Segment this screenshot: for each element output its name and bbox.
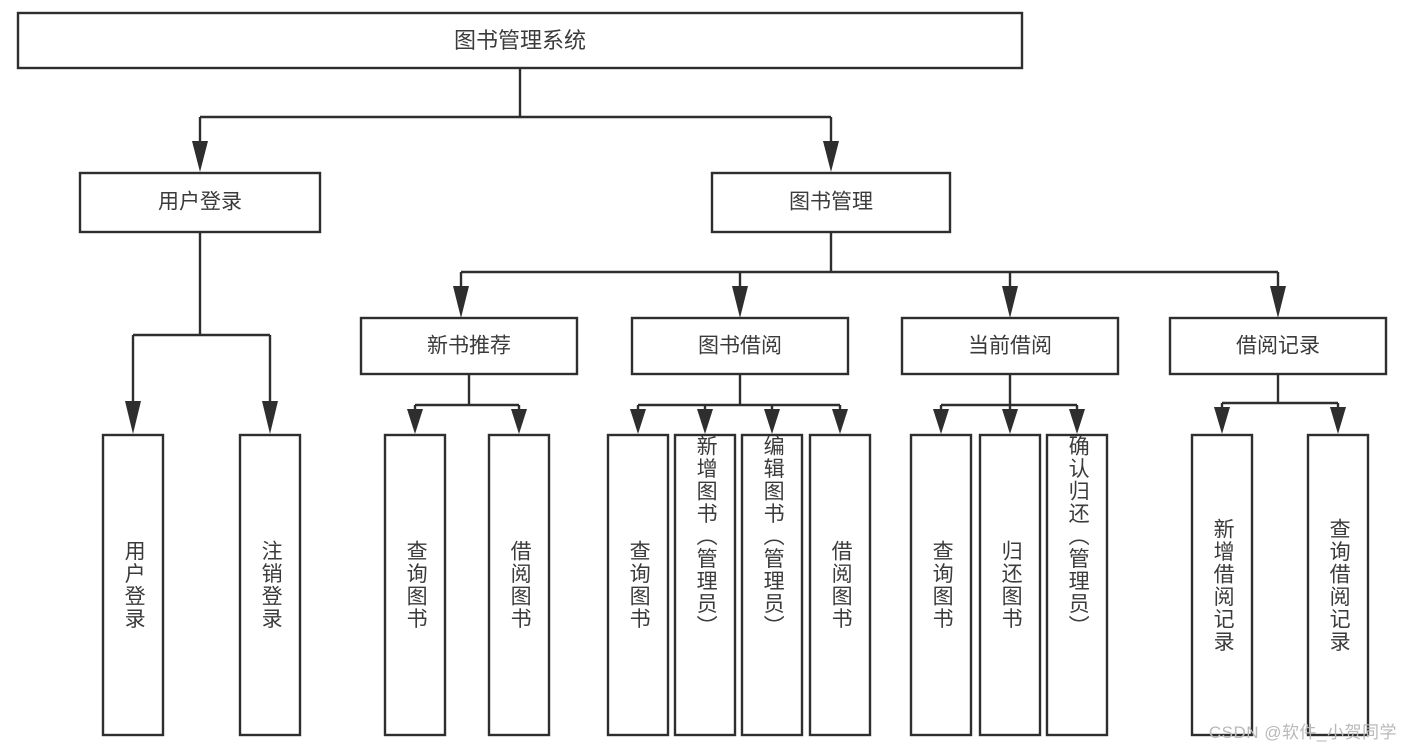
- node-new-book-recommend-label: 新书推荐: [427, 335, 511, 358]
- node-user-login-label: 用户登录: [158, 191, 242, 214]
- arrow-head-icon: [1069, 409, 1085, 434]
- node-root-label: 图书管理系统: [454, 28, 586, 53]
- arrow-head-icon: [262, 401, 278, 434]
- node-borrow-record-label: 借阅记录: [1236, 335, 1320, 358]
- node-book-manage[interactable]: 图书管理: [710, 171, 952, 234]
- leaf-box-add-book[interactable]: [673, 433, 737, 737]
- arrow-head-icon: [407, 409, 423, 434]
- watermark-text: CSDN @软件_小贺同学: [1208, 723, 1397, 742]
- arrow-head-icon: [1330, 407, 1346, 434]
- node-borrow-record[interactable]: 借阅记录: [1168, 316, 1388, 376]
- arrow-head-icon: [832, 409, 848, 434]
- node-book-borrow[interactable]: 图书借阅: [630, 316, 850, 376]
- leaf-box-add-record[interactable]: [1190, 433, 1254, 737]
- node-book-borrow-box[interactable]: [630, 316, 850, 376]
- connector-user-login-to-leaves: [125, 232, 278, 434]
- arrow-head-icon: [764, 409, 780, 434]
- leaf-box-borrow-book-2[interactable]: [808, 433, 872, 737]
- arrow-head-icon: [1214, 407, 1230, 434]
- node-new-book-recommend-box[interactable]: [359, 316, 579, 376]
- node-user-login[interactable]: 用户登录: [78, 171, 322, 234]
- connector-book-manage-to-level3: [453, 232, 1286, 318]
- leaf-box-query-book-2[interactable]: [606, 433, 670, 737]
- leaf-box-logout[interactable]: [238, 433, 302, 737]
- node-book-borrow-label: 图书借阅: [698, 335, 782, 358]
- node-borrow-record-box[interactable]: [1168, 316, 1388, 376]
- arrow-head-icon: [453, 286, 469, 318]
- connector-current-borrow-to-leaves: [933, 374, 1085, 434]
- leaf-box-query-book-3[interactable]: [909, 433, 973, 737]
- node-book-manage-label: 图书管理: [789, 191, 873, 214]
- arrow-head-icon: [1002, 409, 1018, 434]
- leaf-box-borrow-book-1[interactable]: [487, 433, 551, 737]
- arrow-head-icon: [511, 409, 527, 434]
- leaf-box-edit-book[interactable]: [740, 433, 804, 737]
- arrow-head-icon: [732, 286, 748, 318]
- connector-book-borrow-to-leaves: [630, 374, 848, 434]
- node-book-manage-box[interactable]: [710, 171, 952, 234]
- connector-new-book-to-leaves: [407, 374, 527, 434]
- arrow-head-icon: [125, 401, 141, 434]
- node-new-book-recommend[interactable]: 新书推荐: [359, 316, 579, 376]
- leaf-box-confirm-return[interactable]: [1045, 433, 1109, 737]
- leaf-box-return-book[interactable]: [978, 433, 1042, 737]
- node-root[interactable]: 图书管理系统: [16, 11, 1024, 70]
- arrow-head-icon: [933, 409, 949, 434]
- leaf-box-user-login[interactable]: [101, 433, 165, 737]
- arrow-head-icon: [192, 141, 208, 172]
- node-current-borrow-label: 当前借阅: [968, 335, 1052, 358]
- arrow-head-icon: [1270, 286, 1286, 318]
- leaf-boxes: [101, 433, 1370, 737]
- node-user-login-box[interactable]: [78, 171, 322, 234]
- arrow-head-icon: [1002, 286, 1018, 318]
- arrow-head-icon: [697, 409, 713, 434]
- node-current-borrow-box[interactable]: [900, 316, 1120, 376]
- connector-borrow-record-to-leaves: [1214, 374, 1346, 434]
- node-root-box[interactable]: [16, 11, 1024, 70]
- arrow-head-icon: [823, 141, 839, 172]
- connector-root-to-level2: [192, 68, 839, 172]
- arrow-head-icon: [630, 409, 646, 434]
- node-current-borrow[interactable]: 当前借阅: [900, 316, 1120, 376]
- leaf-box-query-book-1[interactable]: [383, 433, 447, 737]
- leaf-box-query-record[interactable]: [1306, 433, 1370, 737]
